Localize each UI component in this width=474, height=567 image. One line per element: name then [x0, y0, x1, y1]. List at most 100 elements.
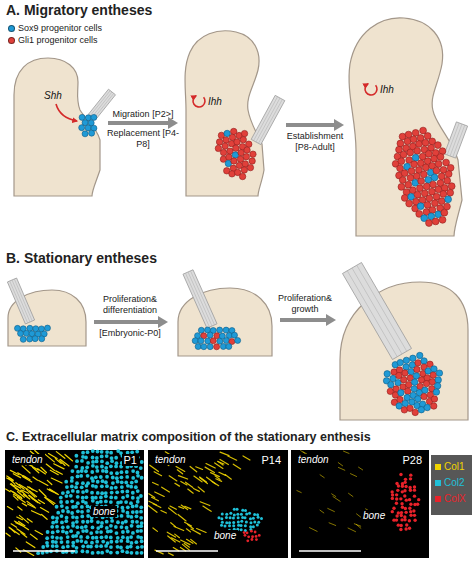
- collagen-fibre: [176, 467, 185, 472]
- tendon: [7, 278, 34, 324]
- progenitor-cell: [405, 181, 412, 188]
- stained-cell: [94, 485, 98, 489]
- stained-cell: [86, 461, 90, 465]
- stained-cell: [100, 465, 104, 469]
- enthesis-stage: Ihh: [180, 26, 284, 198]
- stained-cell: [101, 469, 105, 473]
- signal-label: Ihh: [208, 96, 222, 107]
- stained-cell: [71, 489, 75, 493]
- collagen-fibre: [203, 506, 211, 511]
- collagen-fibre: [18, 507, 22, 510]
- stained-cell: [66, 510, 70, 514]
- collagen-fibres: [148, 452, 250, 556]
- tendon-fibre: [256, 98, 280, 142]
- progenitor-cell: [436, 370, 442, 376]
- stained-cell: [109, 464, 113, 468]
- stained-cell: [139, 524, 143, 528]
- progenitor-cell: [439, 216, 446, 223]
- progenitor-cell: [401, 407, 407, 413]
- progenitor-cell: [407, 149, 414, 156]
- section-heading: A. Migratory entheses: [6, 2, 326, 19]
- stained-cell: [86, 509, 90, 513]
- progenitor-cell: [217, 338, 223, 344]
- collagen-fibre: [22, 476, 31, 482]
- collagen-fibre: [19, 515, 28, 523]
- stained-cell: [86, 514, 90, 518]
- collagen-fibre: [56, 471, 63, 474]
- stained-cell: [86, 505, 90, 509]
- bone-drawing: [349, 18, 468, 236]
- stained-cell: [121, 530, 125, 534]
- stained-cell: [120, 480, 124, 484]
- scale-bar: [299, 550, 361, 552]
- tendon-fibre: [254, 97, 278, 141]
- tendon-fibre: [94, 93, 114, 118]
- stained-cell: [86, 474, 90, 478]
- progenitor-cell: [431, 396, 437, 402]
- bone-drawing: [14, 58, 116, 196]
- collagen-fibre: [154, 472, 161, 476]
- collagen-fibre: [15, 488, 21, 492]
- stained-cell: [125, 475, 129, 479]
- progenitor-cell: [420, 171, 427, 178]
- stained-cell: [139, 516, 143, 520]
- stained-cell: [46, 544, 50, 548]
- progenitor-cell: [422, 139, 429, 146]
- progenitor-cell: [207, 344, 213, 350]
- stained-cell: [89, 531, 93, 535]
- stained-cell: [71, 541, 75, 545]
- progenitor-cell: [415, 396, 421, 402]
- micrograph-panel: tendonP1bone: [5, 450, 144, 558]
- stained-cell: [95, 501, 99, 505]
- collagen-fibre: [27, 519, 32, 522]
- stained-cell: [391, 493, 394, 496]
- legend-entry: Col2: [435, 477, 465, 488]
- stained-cell: [76, 495, 80, 499]
- progenitor-cell: [440, 191, 447, 198]
- collagen-fibre: [354, 524, 360, 526]
- stained-cell: [126, 511, 130, 515]
- progenitor-cell: [398, 390, 404, 396]
- stained-cell: [257, 516, 260, 519]
- stained-cell: [69, 494, 73, 498]
- stained-cell: [75, 459, 79, 463]
- stained-cell: [391, 497, 394, 500]
- stained-cell: [228, 524, 231, 527]
- progenitor-cell: [444, 203, 451, 210]
- stained-cell: [94, 475, 98, 479]
- age-label: P1: [122, 454, 139, 466]
- progenitor-cell: [438, 198, 445, 205]
- progenitor-cell: [421, 393, 427, 399]
- stained-cell: [86, 520, 90, 524]
- cell-cluster: [392, 127, 455, 226]
- stained-cell: [129, 501, 133, 505]
- stained-cell: [100, 450, 104, 454]
- progenitor-cell: [79, 114, 85, 120]
- progenitor-cell: [198, 327, 204, 333]
- stained-cell: [60, 504, 64, 508]
- stained-cell: [84, 495, 88, 499]
- progenitor-cell: [241, 130, 247, 136]
- stained-cell: [81, 544, 85, 548]
- stained-cell: [245, 521, 248, 524]
- legend-swatch: [8, 37, 15, 44]
- stained-cell: [75, 546, 79, 550]
- stained-cell: [397, 523, 400, 526]
- stained-cell: [100, 455, 104, 459]
- stained-cell: [64, 480, 68, 484]
- stained-cell: [91, 460, 95, 464]
- progenitor-cell: [405, 381, 411, 387]
- stained-cell: [74, 454, 78, 458]
- progenitor-cell: [412, 379, 418, 385]
- collagen-fibre: [338, 467, 344, 470]
- stained-cell: [96, 450, 100, 454]
- stained-cell: [85, 484, 89, 488]
- progenitor-cell: [240, 136, 246, 142]
- stained-cell: [245, 513, 248, 516]
- collagen-fibre: [149, 494, 155, 498]
- collagen-fibre: [32, 511, 41, 515]
- stained-cell: [109, 524, 113, 528]
- bone-outline: [178, 288, 272, 356]
- collagen-fibre: [297, 491, 301, 493]
- stained-cell: [126, 484, 130, 488]
